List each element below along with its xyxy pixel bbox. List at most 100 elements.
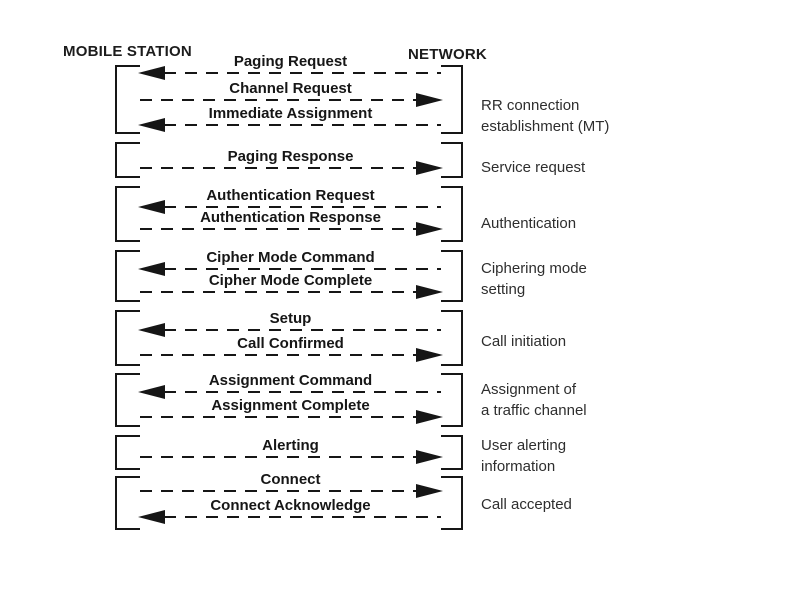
arrowhead-icon: [416, 285, 443, 299]
arrowhead-icon: [416, 93, 443, 107]
arrowhead-icon: [138, 262, 165, 276]
message-dashed-line: [164, 391, 441, 393]
arrowhead-icon: [138, 510, 165, 524]
phase-label: Ciphering mode setting: [481, 258, 666, 300]
message-dashed-line: [164, 268, 441, 270]
left-bracket: [115, 65, 140, 134]
message-label: Alerting: [262, 437, 319, 454]
phase-label: Call accepted: [481, 494, 666, 515]
arrowhead-icon: [138, 118, 165, 132]
message-group: Assignment Command Assignment Complete A…: [115, 372, 587, 427]
message-dashed-line: [140, 416, 417, 418]
arrowhead-icon: [138, 323, 165, 337]
right-bracket: [441, 142, 463, 178]
message-row: Assignment Command: [138, 372, 443, 399]
message-label: Connect Acknowledge: [210, 497, 371, 514]
message-dashed-line: [164, 516, 441, 518]
phase-label-line: Ciphering mode: [481, 260, 587, 277]
message-label: Authentication Response: [200, 209, 381, 226]
arrowhead-icon: [416, 484, 443, 498]
message-row: Authentication Request: [138, 187, 443, 214]
left-bracket: [115, 373, 140, 427]
phase-label-line: Service request: [481, 159, 586, 176]
message-group: Setup Call Confirmed Call initiation: [115, 310, 566, 366]
message-label: Call Confirmed: [237, 335, 344, 352]
message-row: Paging Request: [138, 53, 443, 80]
message-row: Channel Request: [138, 80, 443, 107]
message-dashed-line: [164, 124, 441, 126]
message-group: Authentication Request Authentication Re…: [115, 186, 576, 242]
left-bracket: [115, 250, 140, 302]
message-label: Paging Request: [233, 53, 348, 70]
arrowhead-icon: [138, 385, 165, 399]
message-dashed-line: [140, 490, 417, 492]
left-bracket: [115, 435, 140, 470]
message-row: Connect Acknowledge: [138, 497, 443, 524]
message-label: Immediate Assignment: [208, 105, 373, 122]
phase-label-line: establishment (MT): [481, 118, 610, 135]
message-row: Cipher Mode Complete: [138, 272, 443, 299]
phase-label-line: User alerting: [481, 437, 567, 454]
message-row: Alerting: [138, 437, 443, 464]
phase-label: Authentication: [481, 213, 666, 234]
message-label: Authentication Request: [206, 187, 375, 204]
phase-label-line: Authentication: [481, 215, 577, 232]
left-bracket: [115, 142, 140, 178]
message-group: Alerting User alerting information: [115, 435, 566, 475]
message-dashed-line: [140, 228, 417, 230]
message-row: Connect: [138, 471, 443, 498]
phase-label: Assignment of a traffic channel: [481, 379, 666, 421]
phase-label-line: RR connection: [481, 97, 580, 114]
message-label: Channel Request: [229, 80, 352, 97]
phase-label-line: Call initiation: [481, 333, 567, 350]
message-dashed-line: [140, 456, 417, 458]
right-bracket: [441, 250, 463, 302]
message-group: Cipher Mode Command Cipher Mode Complete…: [115, 249, 587, 302]
phase-label-line: setting: [481, 281, 526, 298]
message-row: Immediate Assignment: [138, 105, 443, 132]
phase-label: RR connection establishment (MT): [481, 95, 666, 137]
message-group: Paging Request Channel Request Immediate…: [115, 53, 609, 135]
message-label: Connect: [260, 471, 321, 488]
message-label: Assignment Command: [208, 372, 373, 389]
arrowhead-icon: [138, 66, 165, 80]
message-row: Call Confirmed: [138, 335, 443, 362]
message-row: Cipher Mode Command: [138, 249, 443, 276]
right-bracket: [441, 476, 463, 530]
arrowhead-icon: [416, 348, 443, 362]
arrowhead-icon: [416, 161, 443, 175]
phase-label-line: Assignment of: [481, 381, 577, 398]
message-dashed-line: [164, 206, 441, 208]
left-bracket: [115, 186, 140, 242]
phase-label: Call initiation: [481, 331, 666, 352]
phase-label-line: information: [481, 458, 556, 475]
message-group: Paging Response Service request: [115, 142, 585, 178]
right-bracket: [441, 310, 463, 366]
left-bracket: [115, 310, 140, 366]
message-row: Paging Response: [138, 148, 443, 175]
left-bracket: [115, 476, 140, 530]
phase-label-line: a traffic channel: [481, 402, 587, 419]
mobile-station-header: MOBILE STATION: [63, 43, 192, 60]
network-header: NETWORK: [408, 46, 487, 63]
phase-label: User alerting information: [481, 435, 666, 477]
right-bracket: [441, 186, 463, 242]
message-dashed-line: [164, 72, 441, 74]
right-bracket: [441, 435, 463, 470]
message-row: Assignment Complete: [138, 397, 443, 424]
right-bracket: [441, 373, 463, 427]
message-dashed-line: [140, 167, 417, 169]
message-label: Paging Response: [227, 148, 354, 165]
arrowhead-icon: [416, 222, 443, 236]
message-dashed-line: [140, 99, 417, 101]
right-bracket: [441, 65, 463, 134]
message-row: Setup: [138, 310, 443, 337]
message-label: Assignment Complete: [211, 397, 370, 414]
arrowhead-icon: [138, 200, 165, 214]
message-group: Connect Connect Acknowledge Call accepte…: [115, 471, 572, 530]
message-dashed-line: [140, 354, 417, 356]
message-label: Cipher Mode Complete: [208, 272, 373, 289]
message-row: Authentication Response: [138, 209, 443, 236]
message-label: Setup: [269, 310, 312, 327]
